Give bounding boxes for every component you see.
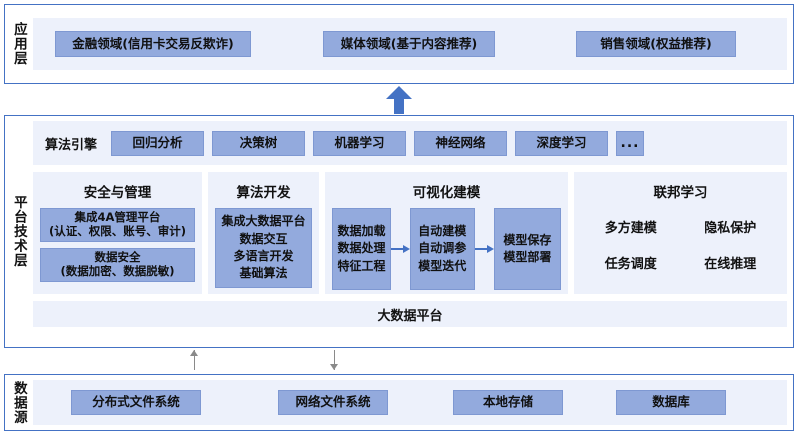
arrow-head — [190, 350, 198, 356]
data-source-distributed-fs[interactable]: 分布式文件系统 — [71, 390, 201, 415]
data-source-layer-label: 数据源 — [10, 380, 27, 425]
algodev-line4: 基础算法 — [239, 266, 288, 281]
visual-step-data-prep[interactable]: 数据加载 数据处理 特征工程 — [332, 208, 391, 290]
visual-modeling-title: 可视化建模 — [412, 185, 481, 201]
algorithm-development-title: 算法开发 — [236, 185, 291, 201]
federated-learning-title: 联邦学习 — [653, 185, 708, 201]
application-uplink-arrow-icon — [386, 86, 412, 114]
data-source-database[interactable]: 数据库 — [616, 390, 726, 415]
security-data-line2: (数据加密、数据脱敏) — [60, 264, 175, 278]
algorithm-neural-network[interactable]: 神经网络 — [414, 130, 508, 156]
security-management-column: 安全与管理 集成4A管理平台 (认证、权限、账号、审计) 数据安全 (数据加密、… — [33, 172, 202, 294]
visual-step-model-deploy[interactable]: 模型保存 模型部署 — [493, 208, 561, 290]
data-ingest-up-arrow-icon — [190, 350, 199, 370]
vis0-line2: 数据处理 — [337, 241, 386, 256]
arrow-shaft — [194, 350, 196, 370]
visual-flow-arrow-1-icon — [390, 244, 410, 254]
app-domain-sales[interactable]: 销售领域(权益推荐) — [576, 31, 736, 57]
algorithm-development-column: 算法开发 集成大数据平台 数据交互 多语言开发 基础算法 — [208, 172, 319, 294]
security-4a-line2: (认证、权限、账号、审计) — [48, 224, 186, 238]
algorithm-machine-learning[interactable]: 机器学习 — [313, 130, 407, 156]
federated-item-multiparty[interactable]: 多方建模 — [604, 220, 657, 236]
algorithm-more-ellipsis[interactable]: ... — [616, 130, 645, 156]
vis0-line1: 数据加载 — [337, 223, 386, 238]
platform-feature-row: 安全与管理 集成4A管理平台 (认证、权限、账号、审计) 数据安全 (数据加密、… — [33, 172, 787, 294]
vis0-line3: 特征工程 — [337, 258, 386, 273]
vis2-line1: 模型保存 — [503, 232, 552, 247]
algorithm-engine-title: 算法引擎 — [45, 137, 98, 153]
app-domain-finance[interactable]: 金融领域(信用卡交易反欺诈) — [55, 31, 251, 57]
arrow-head — [386, 86, 412, 99]
platform-technology-layer: 平台技术层 算法引擎 回归分析 决策树 机器学习 神经网络 深度学习 ... 安… — [4, 115, 794, 348]
federated-item-online-inference[interactable]: 在线推理 — [704, 256, 757, 272]
vis2-line2: 模型部署 — [503, 250, 552, 264]
arrow-shaft — [394, 97, 404, 114]
arrow-shaft — [390, 248, 404, 250]
data-source-panel: 分布式文件系统 网络文件系统 本地存储 数据库 — [33, 380, 787, 425]
data-source-layer: 数据源 分布式文件系统 网络文件系统 本地存储 数据库 — [4, 374, 794, 431]
application-layer-body: 金融领域(信用卡交易反欺诈) 媒体领域(基于内容推荐) 销售领域(权益推荐) — [31, 5, 793, 83]
platform-layer-body: 算法引擎 回归分析 决策树 机器学习 神经网络 深度学习 ... 安全与管理 集… — [31, 116, 793, 347]
security-management-title: 安全与管理 — [83, 185, 152, 201]
security-4a-line1: 集成4A管理平台 — [74, 210, 161, 225]
algorithm-deep-learning[interactable]: 深度学习 — [515, 130, 609, 156]
security-data-security-chip[interactable]: 数据安全 (数据加密、数据脱敏) — [40, 248, 195, 282]
big-data-platform-bar[interactable]: 大数据平台 — [33, 301, 787, 327]
arrow-head — [402, 244, 410, 253]
arrow-shaft — [334, 350, 336, 370]
algorithm-development-chip[interactable]: 集成大数据平台 数据交互 多语言开发 基础算法 — [215, 208, 312, 288]
federated-item-scheduling[interactable]: 任务调度 — [604, 256, 657, 272]
visual-modeling-column: 可视化建模 数据加载 数据处理 特征工程 — [325, 172, 568, 294]
vis1-line1: 自动建模 — [418, 223, 467, 238]
algodev-line3: 多语言开发 — [233, 249, 294, 263]
security-data-line1: 数据安全 — [94, 250, 141, 265]
arrow-head — [486, 244, 494, 253]
arrow-head — [330, 364, 338, 370]
arrow-shaft — [474, 248, 488, 250]
application-panel: 金融领域(信用卡交易反欺诈) 媒体领域(基于内容推荐) 销售领域(权益推荐) — [33, 18, 787, 70]
federated-item-privacy[interactable]: 隐私保护 — [704, 220, 757, 236]
application-layer-label: 应用层 — [10, 22, 27, 66]
algorithm-regression[interactable]: 回归分析 — [111, 130, 205, 156]
security-4a-platform-chip[interactable]: 集成4A管理平台 (认证、权限、账号、审计) — [40, 208, 195, 242]
algorithm-engine-strip: 算法引擎 回归分析 决策树 机器学习 神经网络 深度学习 ... — [33, 121, 787, 165]
algorithm-decision-tree[interactable]: 决策树 — [212, 130, 306, 156]
platform-layer-label: 平台技术层 — [10, 195, 27, 268]
algodev-line2: 数据交互 — [239, 231, 288, 246]
visual-step-auto-modeling[interactable]: 自动建模 自动调参 模型迭代 — [409, 208, 475, 290]
app-domain-media[interactable]: 媒体领域(基于内容推荐) — [323, 31, 495, 57]
visual-modeling-flow: 数据加载 数据处理 特征工程 自动建模 自动调参 模型迭代 — [332, 208, 561, 296]
data-source-local-storage[interactable]: 本地存储 — [453, 390, 563, 415]
data-write-down-arrow-icon — [330, 350, 339, 370]
vis1-line3: 模型迭代 — [418, 258, 467, 273]
application-layer: 应用层 金融领域(信用卡交易反欺诈) 媒体领域(基于内容推荐) 销售领域(权益推… — [4, 4, 794, 84]
data-source-network-fs[interactable]: 网络文件系统 — [278, 390, 388, 415]
federated-learning-grid: 多方建模 隐私保护 任务调度 在线推理 — [581, 208, 780, 288]
federated-learning-column: 联邦学习 多方建模 隐私保护 任务调度 在线推理 — [574, 172, 787, 294]
visual-flow-arrow-2-icon — [474, 244, 494, 254]
data-source-layer-body: 分布式文件系统 网络文件系统 本地存储 数据库 — [31, 375, 793, 430]
algodev-line1: 集成大数据平台 — [221, 214, 306, 229]
vis1-line2: 自动调参 — [418, 241, 467, 256]
